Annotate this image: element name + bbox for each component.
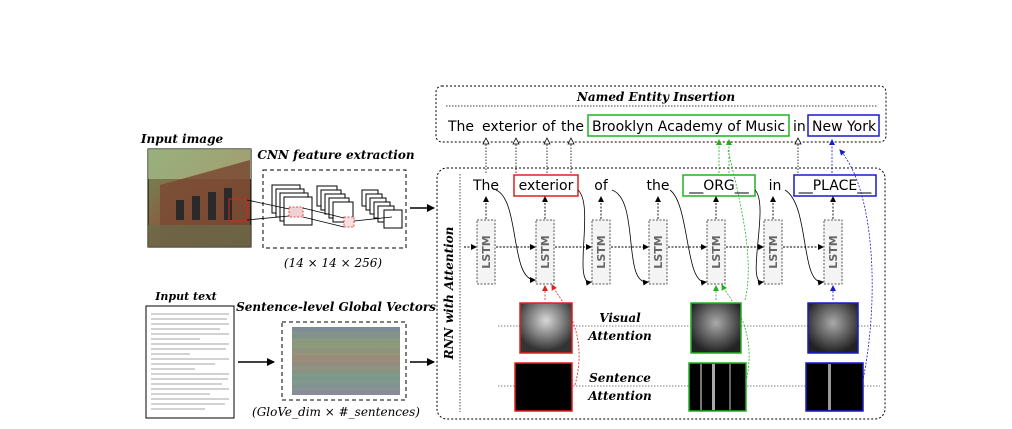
sentence-attention-row: Sentence Attention: [498, 362, 880, 412]
visual-attention-map-green: [690, 302, 742, 354]
lstm-label: LSTM: [710, 235, 723, 268]
lstm-cell: LSTM: [706, 219, 726, 285]
cnn-receptive-field-2: [343, 216, 355, 228]
visual-attention-map-blue: [807, 302, 859, 354]
cnn-projection-line: [246, 215, 290, 221]
lstm-label: LSTM: [652, 235, 665, 268]
feedback-curves: [495, 189, 824, 286]
visual-attention-label-1: Visual: [599, 311, 641, 325]
glove-dims: (GloVe_dim × #_sentences): [252, 405, 420, 419]
cnn-projection-line: [302, 207, 345, 219]
org-entity-box: [587, 114, 790, 137]
template-word: __ORG__: [688, 178, 750, 194]
cnn-title: CNN feature extraction: [257, 148, 414, 162]
template-word: __PLACE__: [798, 178, 873, 194]
glove-matrix: [292, 327, 400, 395]
blue-insertion-path: [839, 149, 873, 386]
sentence-attention-map-red: [514, 362, 573, 412]
caption-word: The: [447, 119, 474, 135]
template-word: in: [769, 178, 782, 194]
cnn-projection-line: [246, 199, 290, 210]
template-word: exterior: [519, 178, 574, 194]
visual-attention-label-2: Attention: [587, 329, 651, 343]
lstm-label: LSTM: [595, 235, 608, 268]
template-org-box: [682, 174, 756, 197]
glove-box: [281, 321, 407, 401]
cnn-projection-line: [302, 216, 345, 228]
visual-attention-row: Visual Attention: [498, 302, 880, 354]
rnn-attention-box: [436, 167, 886, 420]
cnn-dims: (14 × 14 × 256): [284, 256, 382, 270]
place-entity-box: [807, 114, 880, 137]
lstm-label: LSTM: [767, 235, 780, 268]
input-text-title: Input text: [154, 290, 216, 303]
lstm-cell: LSTM: [535, 219, 555, 285]
lstm-cell: LSTM: [823, 219, 843, 285]
sentence-attention-label-2: Attention: [587, 389, 651, 403]
named-entity-insertion-title: Named Entity Insertion: [576, 90, 735, 104]
input-text-document: [145, 305, 235, 419]
template-word: the: [647, 178, 670, 194]
sentence-attention-label-1: Sentence: [589, 371, 651, 385]
named-entity-insertion-box: [435, 85, 887, 143]
template-word: The: [472, 178, 499, 194]
lstm-cell: LSTM: [763, 219, 783, 285]
caption-place-entity: New York: [812, 119, 877, 135]
caption-word: the: [561, 119, 584, 135]
cnn-feature-maps: [271, 184, 403, 229]
caption-word: of: [542, 119, 557, 135]
caption-word: exterior: [482, 119, 537, 135]
sentence-attention-map-green: [688, 362, 747, 412]
green-insertion-path: [727, 149, 749, 301]
template-caption: The exterior of the __ORG__ in __PLACE__: [472, 174, 877, 197]
cnn-projection-line: [353, 216, 393, 222]
cnn-receptive-field-1: [288, 206, 304, 218]
caption-org-entity: Brooklyn Academy of Music: [592, 119, 785, 135]
rnn-with-attention-title: RNN with Attention: [442, 227, 456, 361]
lstm-cell: LSTM: [591, 219, 611, 285]
template-word: of: [594, 178, 609, 194]
lstm-cell: LSTM: [648, 219, 668, 285]
lstm-cell: LSTM: [476, 219, 496, 285]
caption-word: in: [793, 119, 806, 135]
lstm-chain: LSTM LSTM LSTM LSTM LSTM LSTM LSTM: [476, 219, 843, 285]
lstm-label: LSTM: [480, 235, 493, 268]
final-caption: The exterior of the Brooklyn Academy of …: [447, 114, 880, 137]
cnn-box: [262, 169, 407, 249]
visual-attention-map-red: [519, 302, 573, 354]
input-image: [147, 148, 252, 248]
insertion-connectors: [486, 141, 798, 173]
input-image-title: Input image: [140, 132, 224, 146]
lstm-label: LSTM: [827, 235, 840, 268]
lstm-output-arrows: [483, 196, 836, 219]
sentence-vectors-title: Sentence-level Global Vectors: [236, 300, 436, 314]
lstm-label: LSTM: [539, 235, 552, 268]
sentence-attention-map-blue: [805, 362, 864, 412]
